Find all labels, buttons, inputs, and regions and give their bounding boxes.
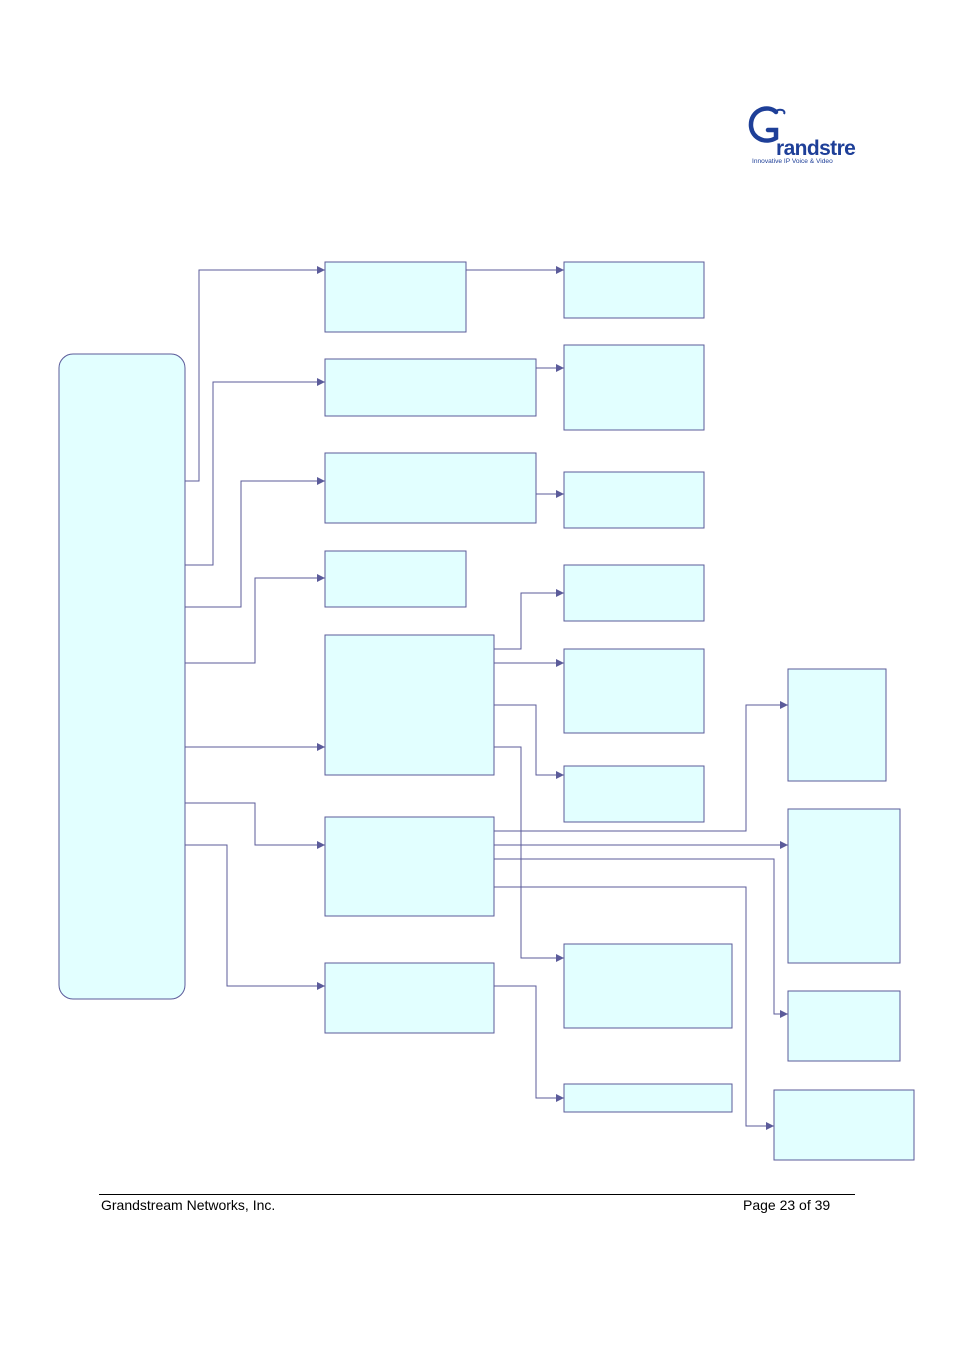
connector-box6-to-l3-4 bbox=[494, 886, 774, 1130]
connector-box6-to-l3-3 bbox=[494, 858, 788, 1018]
level1-box-6 bbox=[324, 816, 495, 917]
connector-root-to-box4 bbox=[185, 574, 325, 664]
level1-box-3 bbox=[324, 452, 537, 524]
logo-g-swirl bbox=[748, 106, 779, 143]
level3-box-4 bbox=[773, 1089, 915, 1161]
level2-box-1 bbox=[563, 261, 705, 319]
footer-company: Grandstream Networks, Inc. bbox=[101, 1197, 276, 1213]
level2-box-2 bbox=[563, 344, 705, 431]
footer-page-number: Page 23 of 39 bbox=[743, 1197, 831, 1213]
level2-box-7 bbox=[563, 943, 733, 1029]
connector-box5-to-l2-4 bbox=[494, 589, 564, 650]
level3-box-3 bbox=[787, 990, 901, 1062]
connector-box6-to-l3-1 bbox=[494, 701, 788, 832]
level2-box-8 bbox=[563, 1083, 733, 1113]
svg-text:Innovative IP Voice & Video: Innovative IP Voice & Video bbox=[752, 158, 833, 165]
root-menu-box bbox=[58, 353, 186, 1000]
level1-box-2 bbox=[324, 358, 537, 417]
connector-root-to-box2 bbox=[185, 378, 325, 566]
level1-box-5 bbox=[324, 634, 495, 776]
connector-box7-to-l2-8 bbox=[494, 985, 564, 1102]
connector-root-to-box6 bbox=[185, 802, 325, 849]
connector-box5-to-l2-6 bbox=[494, 704, 564, 779]
level1-box-1 bbox=[324, 261, 467, 333]
level2-box-6 bbox=[563, 765, 705, 823]
level3-box-2 bbox=[787, 808, 901, 964]
connector-box5-to-l2-7 bbox=[494, 746, 564, 962]
level2-box-4 bbox=[563, 564, 705, 622]
connector-root-to-box7 bbox=[185, 844, 325, 990]
connector-root-to-box3 bbox=[185, 477, 325, 608]
level3-box-1 bbox=[787, 668, 887, 782]
level1-box-4 bbox=[324, 550, 467, 608]
level1-box-7 bbox=[324, 962, 495, 1034]
logo-g-flourish bbox=[773, 108, 786, 115]
level2-box-3 bbox=[563, 471, 705, 529]
connector-root-to-box1 bbox=[185, 266, 325, 482]
level2-box-5 bbox=[563, 648, 705, 734]
footer-divider bbox=[99, 1194, 855, 1195]
